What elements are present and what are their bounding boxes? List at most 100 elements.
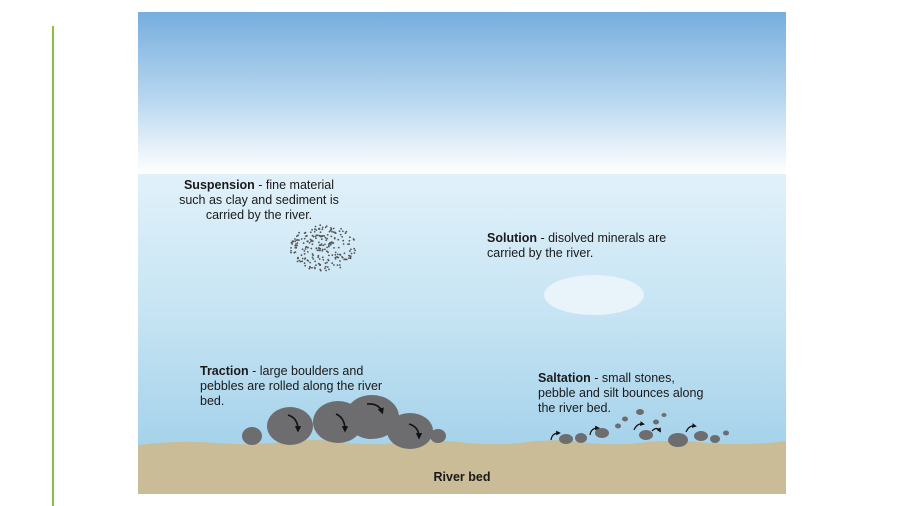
- sediment-particle: [306, 259, 309, 262]
- bounce-arrow: [550, 430, 561, 441]
- sediment-particle: [326, 237, 329, 240]
- stone: [559, 434, 573, 444]
- sediment-particle: [354, 249, 356, 252]
- sediment-particle: [324, 265, 327, 268]
- saltation-term: Saltation: [538, 371, 591, 385]
- sediment-particle: [338, 253, 341, 256]
- sediment-particle: [314, 235, 317, 238]
- solution-description: - disolved minerals are carried by the r…: [487, 231, 667, 260]
- stone: [661, 413, 667, 417]
- sediment-particle: [321, 226, 324, 229]
- suspension-particles: [290, 224, 356, 272]
- sediment-particle: [308, 241, 311, 244]
- sediment-particle: [334, 253, 337, 256]
- stone: [723, 430, 729, 436]
- sediment-particle: [325, 225, 328, 228]
- sediment-particle: [294, 244, 297, 247]
- sediment-particle: [313, 230, 316, 233]
- sediment-particle: [305, 246, 307, 249]
- sediment-particle: [341, 230, 344, 233]
- river-transport-diagram: Suspension - fine material such as clay …: [138, 12, 786, 494]
- sediment-particle: [321, 235, 323, 238]
- sediment-particle: [326, 266, 329, 268]
- sediment-particle: [304, 264, 307, 267]
- sediment-particle: [320, 244, 322, 247]
- sediment-particle: [341, 256, 343, 258]
- sediment-particle: [304, 248, 307, 250]
- stone: [595, 428, 609, 438]
- sediment-particle: [326, 246, 328, 249]
- sediment-particle: [324, 262, 327, 265]
- sediment-particle: [323, 235, 326, 237]
- sediment-particle: [318, 249, 320, 252]
- sediment-particle: [330, 227, 332, 229]
- sediment-particle: [321, 248, 324, 251]
- sediment-particle: [290, 250, 292, 252]
- sediment-particle: [320, 238, 323, 241]
- sediment-particle: [319, 235, 322, 238]
- sediment-particle: [328, 254, 330, 257]
- bounce-arrow: [651, 427, 661, 433]
- sediment-particle: [339, 266, 342, 269]
- sediment-particle: [325, 250, 328, 253]
- sediment-particle: [318, 234, 321, 237]
- river-bed-label: River bed: [433, 470, 491, 484]
- sediment-particle: [334, 256, 337, 259]
- sediment-particle: [311, 256, 314, 259]
- traction-arrows: [287, 403, 423, 440]
- stone: [653, 419, 659, 425]
- sediment-particle: [290, 247, 292, 249]
- sediment-particle: [349, 255, 352, 258]
- sediment-particle: [327, 258, 329, 261]
- sediment-particle: [338, 264, 341, 266]
- sediment-particle: [322, 244, 325, 247]
- sediment-particle: [343, 258, 345, 261]
- suspension-label: Suspension - fine material such as clay …: [174, 178, 344, 223]
- sediment-particle: [296, 260, 299, 263]
- sediment-particle: [342, 243, 345, 245]
- sky: [138, 12, 786, 174]
- sediment-particle: [326, 261, 328, 264]
- sediment-particle: [311, 228, 313, 231]
- sediment-particle: [303, 250, 306, 252]
- sediment-particle: [296, 242, 299, 244]
- sediment-particle: [327, 244, 330, 247]
- sediment-particle: [305, 235, 307, 238]
- sediment-particle: [300, 238, 303, 240]
- sediment-particle: [325, 239, 328, 242]
- sediment-particle: [337, 246, 340, 249]
- sediment-particle: [309, 266, 312, 269]
- sediment-particle: [314, 228, 316, 231]
- sediment-particle: [331, 262, 334, 265]
- sediment-particle: [301, 257, 304, 260]
- sediment-particle: [348, 257, 350, 260]
- saltation-arrows: [550, 421, 697, 441]
- sediment-particle: [340, 227, 342, 230]
- sediment-particle: [352, 238, 355, 240]
- sediment-particle: [316, 249, 319, 252]
- sediment-particle: [319, 269, 322, 272]
- sediment-particle: [290, 251, 292, 254]
- sediment-particle: [309, 231, 312, 234]
- sediment-particle: [291, 240, 294, 243]
- rolling-arrow: [287, 414, 302, 433]
- sediment-particle: [317, 254, 320, 257]
- boulder: [430, 429, 446, 443]
- sediment-particle: [330, 235, 333, 238]
- solution-label: Solution - disolved minerals are carried…: [487, 231, 677, 261]
- stone: [668, 433, 688, 447]
- boulder: [267, 407, 313, 445]
- sediment-particle: [315, 237, 317, 240]
- sediment-particle: [294, 238, 296, 240]
- sediment-particle: [324, 236, 327, 239]
- sediment-particle: [327, 251, 329, 254]
- sediment-particle: [342, 239, 345, 242]
- sediment-particle: [297, 256, 299, 259]
- sediment-particle: [326, 234, 329, 236]
- sediment-particle: [304, 231, 307, 234]
- sediment-particle: [334, 232, 337, 235]
- sediment-particle: [302, 242, 305, 245]
- stone: [694, 431, 708, 441]
- sediment-particle: [324, 243, 326, 246]
- sediment-particle: [318, 228, 320, 230]
